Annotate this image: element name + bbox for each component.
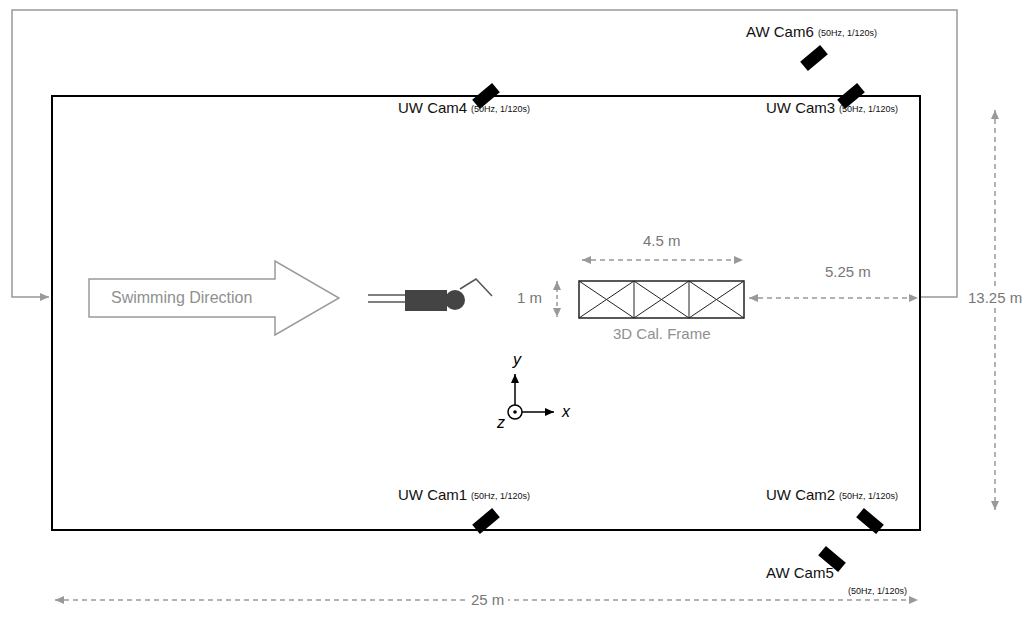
cameras <box>472 45 884 572</box>
dimension-label: 13.25 m <box>964 289 1026 308</box>
camera-label: UW Cam4 <box>398 100 467 117</box>
axis-label: x <box>562 403 570 421</box>
camera-settings: (50Hz, 1/120s) <box>839 105 898 115</box>
camera-label: UW Cam2 <box>766 487 835 504</box>
calibration-frame: 3D Cal. Frame <box>578 280 745 352</box>
camera-settings: (50Hz, 1/120s) <box>839 492 898 502</box>
dimension-label: 1 m <box>517 290 542 307</box>
axis-label: y <box>513 351 521 369</box>
camera-settings: (50Hz, 1/120s) <box>818 29 877 39</box>
dimension-label: 5.25 m <box>825 264 871 281</box>
dimension-label: 25 m <box>467 591 508 610</box>
dimension-label: 4.5 m <box>643 233 681 250</box>
camera-label: AW Cam5 <box>766 565 834 582</box>
camera-label: UW Cam3 <box>766 100 835 117</box>
swimmer <box>368 279 492 311</box>
frame-caption: 3D Cal. Frame <box>613 326 711 343</box>
direction-label: Swimming Direction <box>111 289 252 307</box>
camera-settings: (50Hz, 1/120s) <box>471 492 530 502</box>
camera-label: UW Cam1 <box>398 487 467 504</box>
axis-label: z <box>497 414 505 432</box>
camera-settings: (50Hz, 1/120s) <box>848 587 907 597</box>
direction-arrow: Swimming Direction <box>88 260 340 336</box>
camera-label: AW Cam6 <box>746 24 814 41</box>
axes <box>508 374 554 419</box>
camera-settings: (50Hz, 1/120s) <box>471 105 530 115</box>
